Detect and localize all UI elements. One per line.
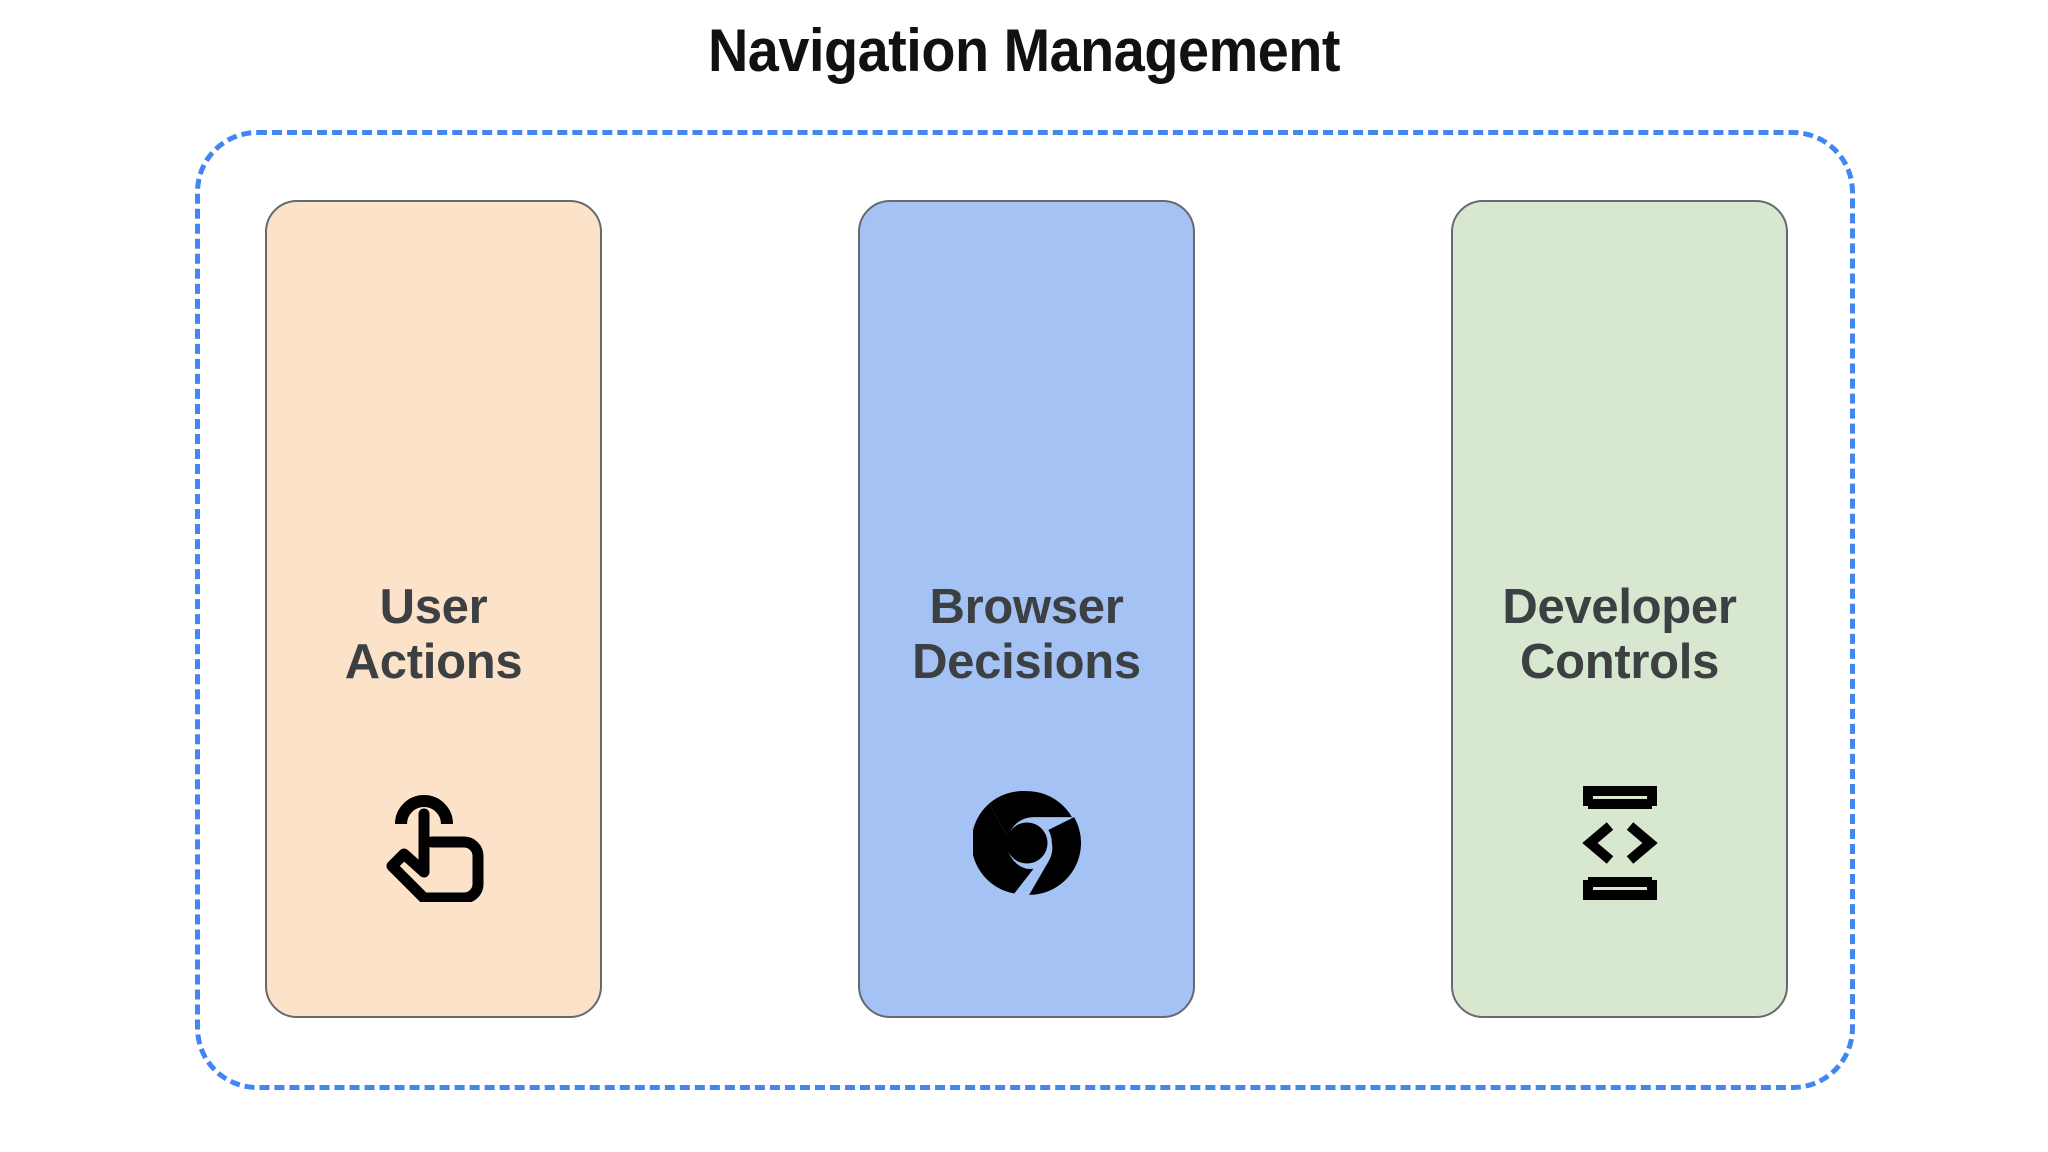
- chrome-logo-icon: [860, 784, 1193, 902]
- navigation-management-group-container: [195, 130, 1855, 1090]
- card-label-line-1: User: [379, 580, 488, 634]
- card-developer-controls[interactable]: Developer Controls: [1451, 200, 1788, 1018]
- card-label-line-2: Actions: [344, 634, 523, 689]
- touch-app-icon: [267, 784, 600, 902]
- card-label-line-2: Controls: [1519, 634, 1720, 689]
- card-user-actions[interactable]: User Actions: [265, 200, 602, 1018]
- card-label-line-1: Browser: [929, 580, 1124, 634]
- card-label-line-1: Developer: [1502, 580, 1737, 634]
- cards-row: User Actions Browser Decisions: [265, 200, 1788, 1018]
- card-label-line-2: Decisions: [912, 634, 1141, 689]
- card-label-browser-decisions: Browser Decisions: [860, 580, 1193, 690]
- card-browser-decisions[interactable]: Browser Decisions: [858, 200, 1195, 1018]
- page-title: Navigation Management: [707, 17, 1341, 84]
- card-label-user-actions: User Actions: [267, 580, 600, 690]
- developer-mode-icon: [1453, 784, 1786, 902]
- card-label-developer-controls: Developer Controls: [1453, 580, 1786, 690]
